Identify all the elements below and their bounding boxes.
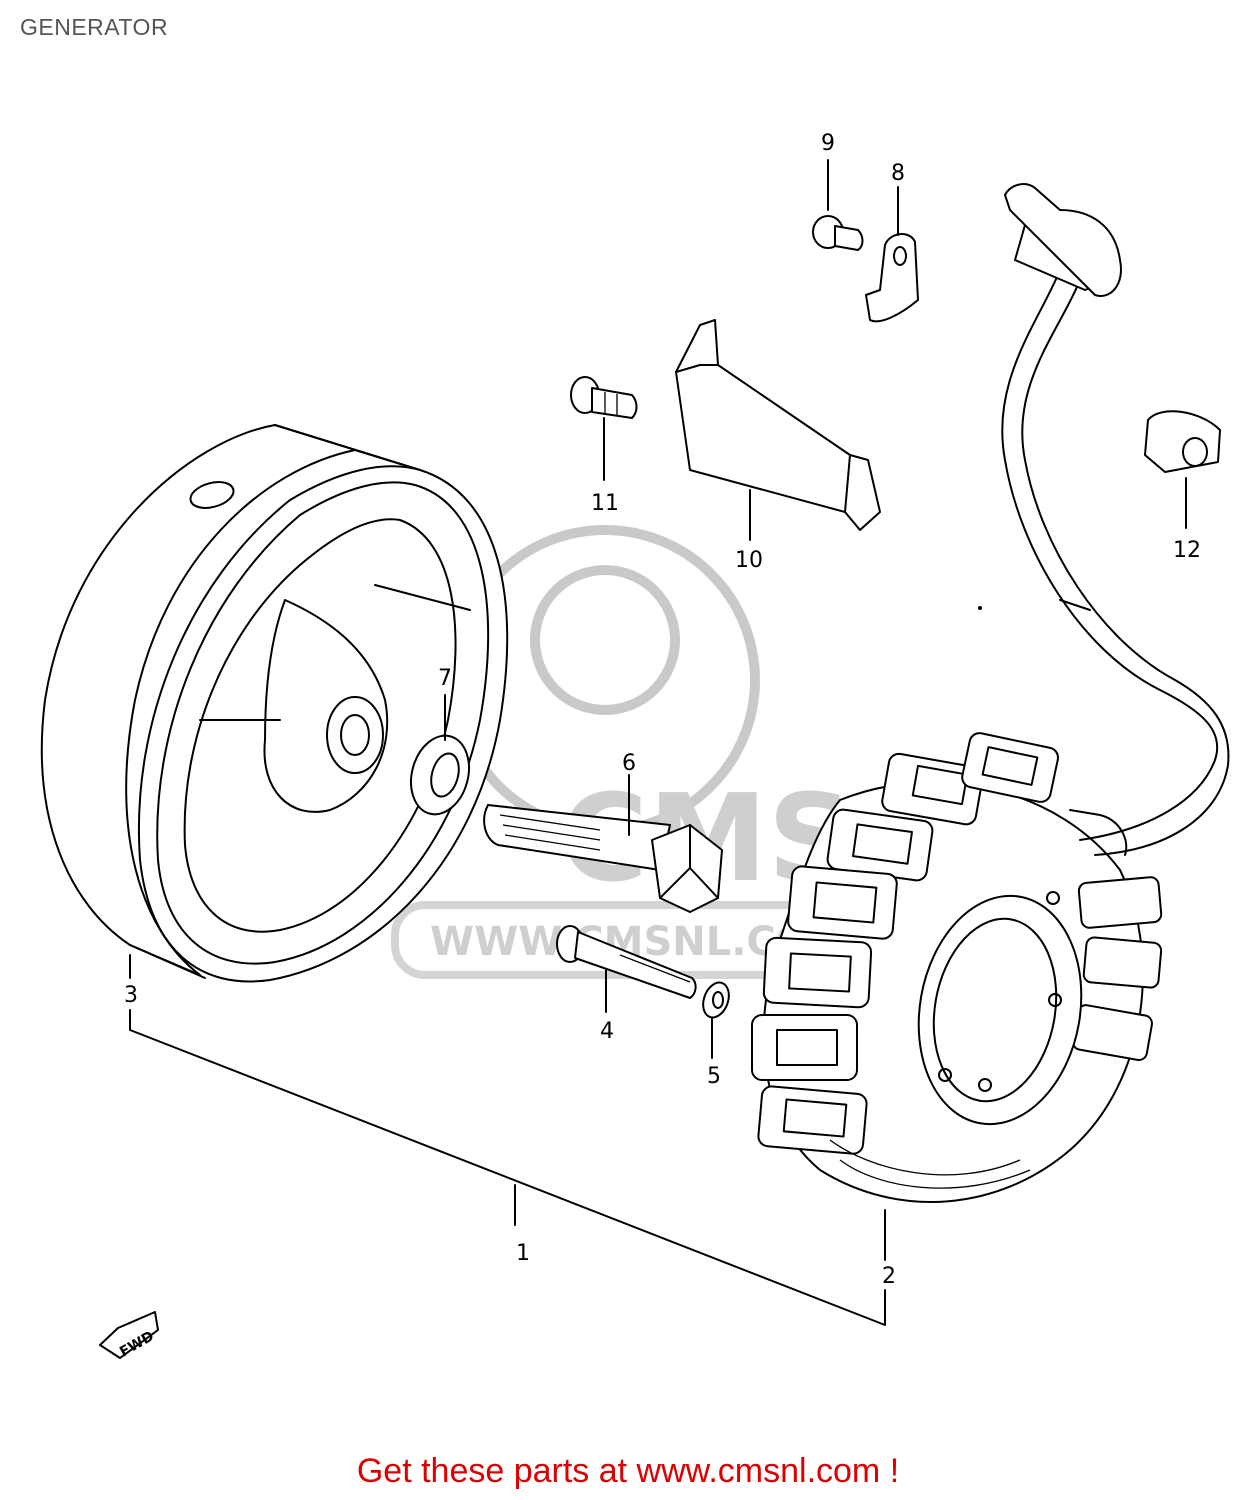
part-label-9: 9	[821, 131, 835, 156]
exploded-parts-diagram: CMS WWW.CMSNL.COM	[40, 131, 1230, 1361]
leader-lines	[129, 159, 1187, 1326]
part-label-11: 11	[591, 491, 619, 516]
wire-harness-drawing	[1001, 183, 1230, 856]
part-label-5: 5	[707, 1064, 721, 1089]
part-label-8: 8	[891, 161, 905, 186]
part-label-10: 10	[735, 548, 763, 573]
footer-link[interactable]: Get these parts at www.cmsnl.com !	[356, 1452, 900, 1490]
part-label-4: 4	[600, 1019, 614, 1044]
part-label-2: 2	[882, 1264, 896, 1289]
clamp-screw-drawing	[812, 215, 864, 251]
lead-wire-clamp-drawing	[865, 233, 919, 323]
part-label-6: 6	[622, 751, 636, 776]
part-label-1: 1	[516, 1241, 530, 1266]
page-title: GENERATOR	[20, 14, 169, 40]
rotor-washer-drawing	[410, 734, 470, 816]
grommet-drawing	[1144, 410, 1221, 473]
part-label-3: 3	[124, 983, 138, 1008]
guide-screw-drawing	[570, 376, 638, 419]
rotor-drawing	[40, 424, 509, 983]
stator-drawing	[751, 606, 1163, 1203]
rotor-bolt-drawing	[483, 804, 723, 913]
forward-direction-marker: FWD	[99, 1311, 159, 1361]
part-label-12: 12	[1173, 538, 1201, 563]
stator-screw-drawing	[556, 925, 697, 999]
part-labels: 1 2 3 4 5 6 7 8 9 10 11 12	[124, 131, 1201, 1289]
lead-wire-guide-drawing	[675, 319, 881, 531]
part-label-7: 7	[438, 666, 452, 691]
washer-drawing	[702, 981, 730, 1019]
